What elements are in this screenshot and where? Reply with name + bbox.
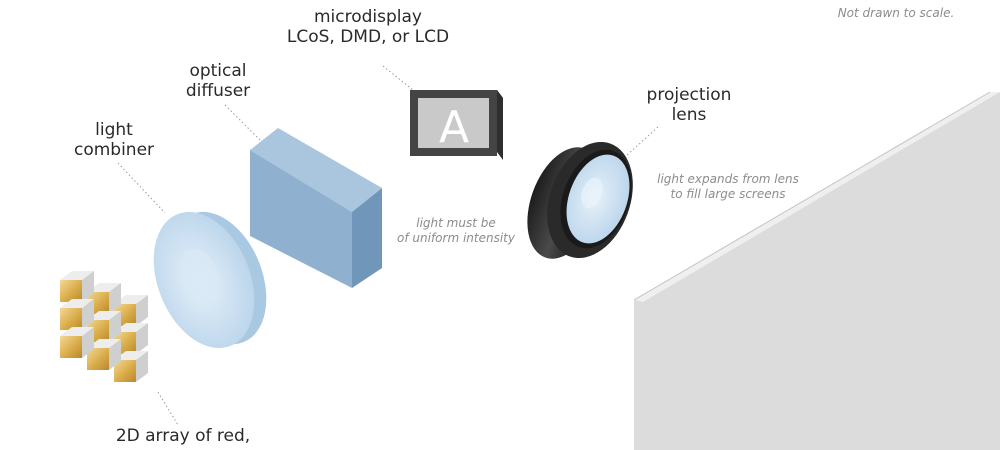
led-cube	[114, 351, 148, 382]
label-array-line1: 2D array of red,	[116, 426, 250, 446]
leader-lens	[615, 126, 659, 166]
leader-combiner	[117, 162, 166, 214]
note-expands-line2: to fill large screens	[671, 187, 786, 201]
label-microdisplay-line1: microdisplay	[314, 7, 422, 27]
led-cube	[87, 283, 121, 314]
led-cube	[60, 271, 94, 302]
label-combiner-line2: combiner	[74, 140, 154, 160]
microdisplay-monitor: A	[410, 90, 503, 160]
light-combiner-lens	[153, 211, 267, 349]
note-expands-line1: light expands from lens	[657, 172, 799, 186]
label-combiner-line1: light	[95, 120, 133, 140]
optical-diffuser-block	[250, 128, 382, 288]
note-uniform-line2: of uniform intensity	[397, 231, 516, 245]
label-lens-line1: projection	[647, 85, 732, 105]
led-cube	[60, 299, 94, 330]
label-diffuser-line1: optical	[189, 61, 246, 81]
led-cube	[87, 339, 121, 370]
led-cube	[60, 327, 94, 358]
label-lens-line2: lens	[672, 105, 707, 125]
label-microdisplay-line2: LCoS, DMD, or LCD	[287, 27, 449, 47]
leader-diffuser	[224, 104, 263, 143]
projection-screen	[633, 91, 1000, 450]
microdisplay-letter: A	[439, 102, 469, 153]
note-uniform-line1: light must be	[416, 216, 495, 230]
leader-array	[157, 391, 179, 426]
label-diffuser-line2: diffuser	[186, 81, 250, 101]
led-array	[60, 271, 148, 382]
projection-lens	[527, 141, 633, 259]
note-scale: Not drawn to scale.	[838, 6, 955, 20]
